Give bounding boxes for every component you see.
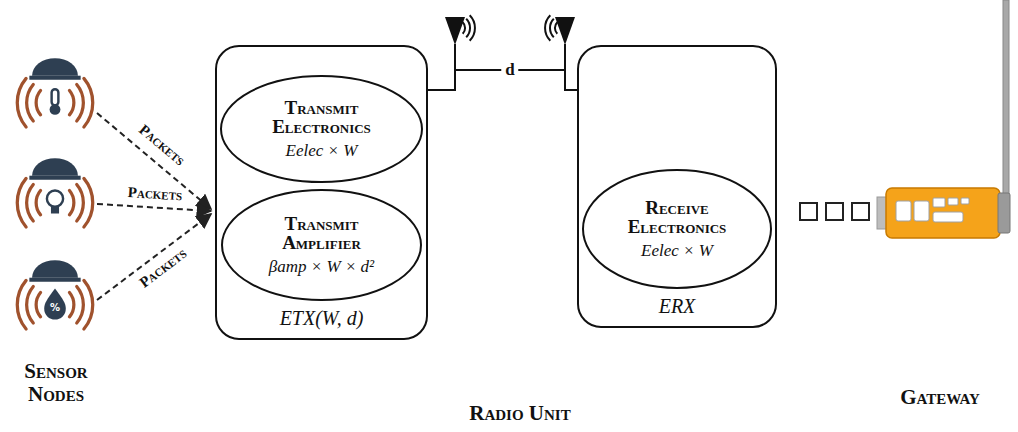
signal-waves (77, 286, 84, 322)
temperature-sensor (32, 58, 78, 76)
humidity-sensor (29, 278, 80, 282)
signal-waves (17, 78, 92, 127)
packet-arrow (97, 204, 211, 211)
gateway-device (933, 198, 945, 207)
process-ellipse: Transmit ElectronicsEelec × W (220, 75, 423, 183)
group-label: Gateway (900, 386, 980, 409)
arrow-label: Packets (136, 121, 188, 169)
signal-waves (36, 91, 40, 115)
node-title: Transmit Electronics (247, 98, 397, 137)
gateway-device (914, 201, 929, 221)
light-sensor (32, 158, 78, 176)
energy-formula: Eelec × W (641, 241, 713, 261)
radio-box: ERX Receive ElectronicsEelec × W (577, 45, 777, 328)
gateway-device (961, 198, 969, 204)
process-ellipse: Receive ElectronicsEelec × W (582, 169, 772, 289)
signal-waves (69, 91, 73, 115)
signal-waves (27, 286, 34, 322)
radio-waves (466, 19, 470, 37)
packet-arrow (97, 214, 211, 300)
data-squares (800, 203, 869, 220)
antenna-symbol (564, 44, 566, 71)
antenna-symbol (445, 15, 475, 71)
signal-waves (77, 184, 84, 220)
energy-formula: βamp × W × d² (269, 257, 374, 277)
signal-waves (17, 178, 92, 227)
bulb-icon (51, 207, 59, 214)
data-squares (852, 203, 869, 220)
signal-waves (17, 178, 26, 227)
energy-formula: Eelec × W (286, 141, 358, 161)
node-title: Receive Electronics (602, 198, 752, 237)
gateway-device (948, 198, 958, 205)
signal-waves (84, 178, 93, 227)
radio-waves (470, 15, 475, 40)
signal-waves (69, 191, 73, 215)
ellipse-outline (221, 76, 422, 182)
light-sensor (29, 176, 80, 180)
humidity-symbol: % (50, 303, 60, 313)
antenna-symbol (445, 17, 465, 45)
radio-waves (545, 15, 550, 40)
group-label: Radio Unit (469, 402, 570, 425)
data-squares (826, 203, 843, 220)
humidity-sensor (32, 260, 78, 278)
radio-box: ETX(W, d)Transmit ElectronicsEelec × WTr… (215, 45, 428, 340)
antenna-symbol (545, 15, 575, 71)
radio-waves (550, 19, 554, 37)
ellipse-outline (583, 170, 771, 288)
group-label: Sensor Nodes (6, 360, 106, 406)
radio-waves (463, 22, 465, 33)
gateway-device (877, 0, 1010, 238)
radio-waves (463, 15, 475, 40)
signal-waves (27, 184, 34, 220)
radio-waves (545, 15, 557, 40)
signal-waves (27, 84, 34, 120)
packet-arrow (97, 113, 211, 300)
signal-waves (17, 280, 26, 329)
signal-waves (36, 191, 40, 215)
process-ellipse: Transmit Amplifier βamp × W × d² (221, 189, 422, 301)
light-sensor (17, 158, 92, 227)
droplet-icon (44, 289, 66, 320)
gateway-device (896, 201, 911, 221)
energy-label: ERX (659, 295, 696, 318)
antenna-symbol (555, 17, 575, 45)
distance-label: d (501, 61, 518, 80)
energy-label: ETX(W, d) (280, 307, 364, 330)
gateway-device (933, 212, 963, 222)
signal-waves (84, 280, 93, 329)
thermometer-icon (52, 89, 59, 105)
arrow-label: Packets (136, 245, 189, 291)
node-title: Transmit Amplifier (247, 214, 397, 253)
ellipse-outline (222, 190, 421, 300)
signal-waves (36, 293, 40, 317)
gateway-device (1003, 0, 1009, 194)
signal-waves (77, 84, 84, 120)
temperature-sensor (29, 76, 80, 80)
gateway-device (998, 193, 1010, 233)
antenna-symbol (454, 44, 456, 71)
arrow-label: Packets (127, 184, 182, 204)
bulb-icon (47, 191, 63, 207)
temperature-sensor (17, 58, 92, 127)
signal-waves (17, 280, 92, 329)
humidity-sensor (17, 260, 92, 329)
thermometer-icon (50, 104, 61, 115)
gateway-device (886, 188, 1000, 238)
radio-waves (555, 22, 557, 33)
signal-waves (69, 293, 73, 317)
signal-waves (84, 78, 93, 127)
packet-arrow (97, 113, 211, 209)
signal-waves (17, 78, 26, 127)
data-squares (800, 203, 817, 220)
